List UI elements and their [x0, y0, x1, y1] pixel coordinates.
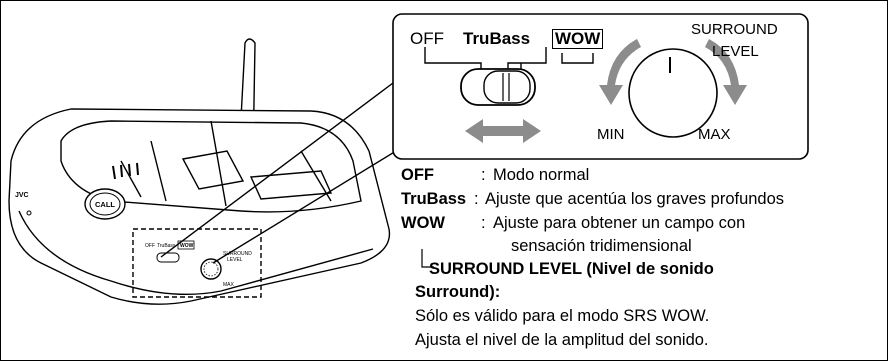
- callout-min-label: MIN: [597, 126, 625, 143]
- legend-surround-title1: SURROUND LEVEL (Nivel de sonido: [429, 260, 714, 278]
- callout-surround-line1: SURROUND: [691, 21, 778, 38]
- legend-surround-desc2: Ajusta el nivel de la amplitud del sonid…: [415, 331, 709, 349]
- legend-surround-title2: Surround):: [415, 283, 501, 301]
- legend-wow-term: WOW: [401, 214, 445, 232]
- legend-trubass-term: TruBass: [401, 190, 467, 208]
- legend-trubass-desc: Ajuste que acentúa los graves profundos: [485, 190, 785, 208]
- slide-direction-arrow: [465, 119, 541, 143]
- call-button-label: CALL: [95, 200, 115, 209]
- mini-controls: OFF TruBass WOW SURROUND LEVEL MAX: [145, 240, 252, 288]
- legend-surround-desc1: Sólo es válido para el modo SRS WOW.: [415, 307, 710, 325]
- legend-off-desc: Modo normal: [493, 166, 590, 184]
- legend-off-sep: :: [481, 166, 486, 184]
- slide-switch: [460, 68, 536, 106]
- dial-arrow-max: [705, 39, 747, 105]
- legend-wow-desc2: sensación tridimensional: [511, 237, 692, 255]
- dial-arrow-min: [599, 39, 641, 105]
- legend-off-term: OFF: [401, 166, 434, 184]
- callout-surround-line2: LEVEL: [712, 43, 759, 60]
- svg-text:SURROUND: SURROUND: [223, 251, 252, 257]
- legend-trubass-sep: :: [474, 190, 479, 208]
- callout-max-label: MAX: [698, 126, 731, 143]
- detail-highlight-box: [132, 228, 262, 298]
- svg-text:WOW: WOW: [180, 243, 194, 249]
- callout-trubass-label: TruBass: [463, 29, 531, 48]
- surround-bracket: [421, 249, 434, 268]
- svg-text:OFF: OFF: [145, 243, 155, 249]
- legend-wow-sep: :: [481, 214, 486, 232]
- leader-line-1: [160, 82, 394, 258]
- callout-off-label: OFF: [410, 29, 444, 48]
- device-illustration: [8, 38, 391, 305]
- svg-text:LEVEL: LEVEL: [227, 257, 243, 263]
- call-button: CALL: [84, 188, 126, 220]
- leader-line-2: [212, 150, 397, 264]
- callout-wow-label: WOW: [552, 29, 604, 49]
- svg-text:MAX: MAX: [223, 282, 235, 288]
- brand-mark: JVC: [15, 192, 29, 199]
- front-face: [18, 210, 374, 296]
- surround-level-dial: [628, 48, 718, 138]
- svg-text:TruBass: TruBass: [157, 243, 176, 249]
- legend-wow-desc1: Ajuste para obtener un campo con: [493, 214, 746, 232]
